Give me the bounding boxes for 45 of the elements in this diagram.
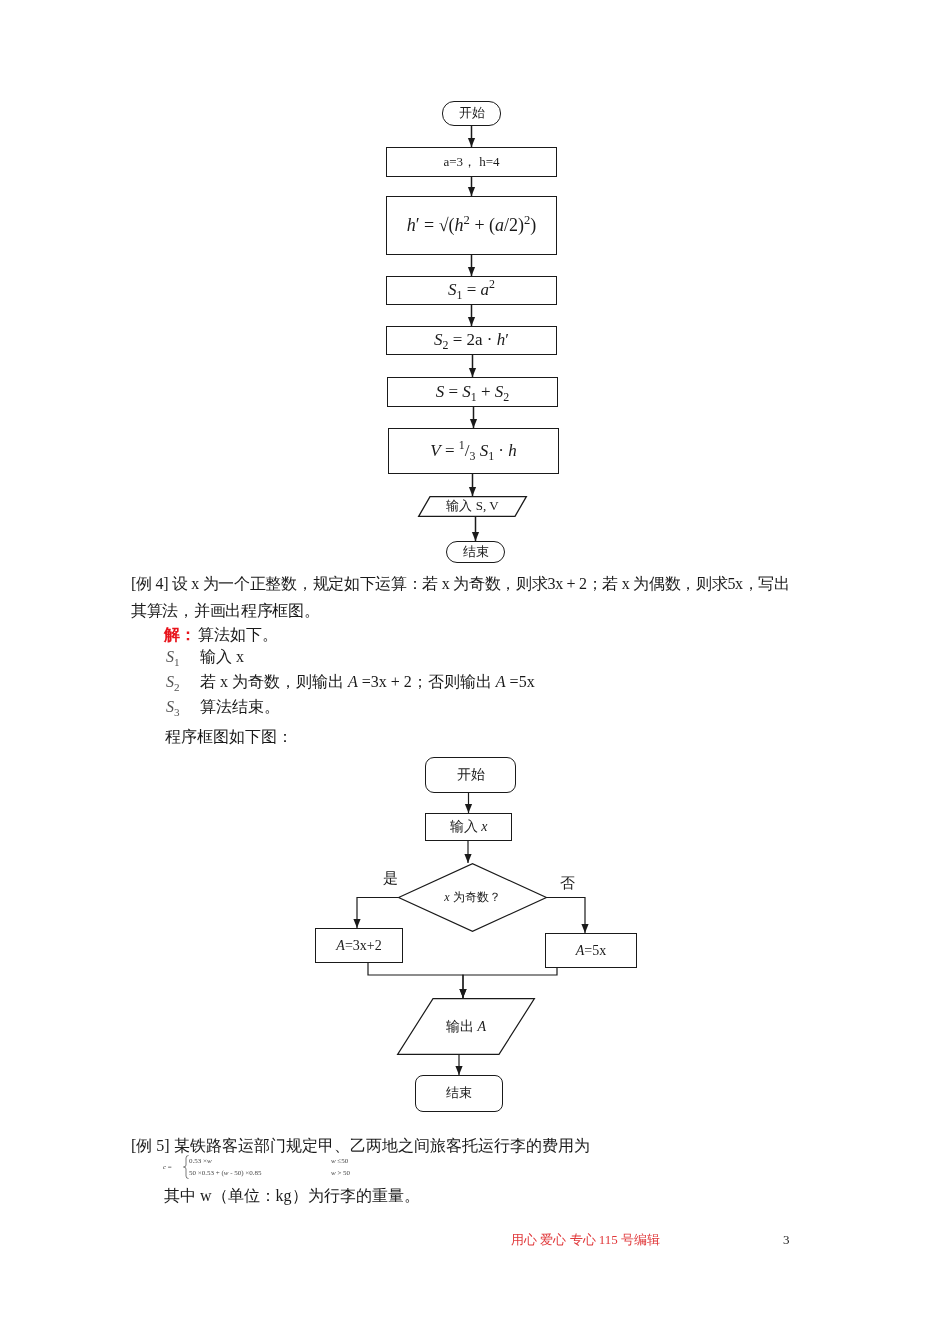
answer-label: 解： xyxy=(164,625,196,645)
arrow xyxy=(546,896,589,934)
io-parallelogram: 输出 A xyxy=(397,998,535,1055)
arrow xyxy=(464,840,472,864)
process-box: A=5x xyxy=(545,933,637,968)
arrow xyxy=(455,1054,463,1076)
edge-label: 是 xyxy=(382,868,399,888)
text-line: 其中 w（单位：kg）为行李的重量。 xyxy=(164,1186,420,1207)
terminal-box: 结束 xyxy=(415,1075,503,1112)
process-box: 输入 x xyxy=(425,813,512,841)
io-parallelogram: 输入 S, V xyxy=(418,496,527,517)
process-box: h′ = √(h$^{2}$ + (a/2)$^{2}$) xyxy=(386,196,557,255)
terminal-box: 开始 xyxy=(425,757,516,793)
arrow xyxy=(467,304,476,327)
decision-diamond: x 为奇数？ xyxy=(398,863,547,932)
process-box: S$_{2}$ = 2a · h′ xyxy=(386,326,557,355)
edge-label: 否 xyxy=(559,873,576,893)
step-label: S$_{1}$ xyxy=(166,647,180,669)
paragraph: [例 5] 某铁路客运部门规定甲、乙两地之间旅客托运行李的费用为 xyxy=(131,1136,590,1156)
page-number: 3 xyxy=(783,1231,790,1249)
process-box: a=3， h=4 xyxy=(386,147,557,177)
text-line: 算法如下。 xyxy=(198,625,278,645)
process-box: S = S$_{1}$ + S$_{2}$ xyxy=(387,377,558,407)
paragraph: [例 4] 设 x 为一个正整数，规定如下运算：若 x 为奇数，则求3x + 2；若 x 为偶数，则求5x，写出其算法，并画出程序框图。 xyxy=(131,573,791,621)
step-text: 输入 x xyxy=(200,647,244,667)
step-label: S$_{2}$ xyxy=(166,672,180,694)
arrow xyxy=(467,125,476,148)
arrow xyxy=(468,473,477,497)
text-line: 程序框图如下图： xyxy=(165,727,293,747)
step-text: 若 x 为奇数，则输出 A =3x + 2；否则输出 A =5x xyxy=(200,672,535,692)
step-text: 算法结束。 xyxy=(200,697,280,717)
terminal-box: 开始 xyxy=(442,101,501,126)
arrow xyxy=(459,967,558,999)
arrow xyxy=(468,354,477,378)
arrow xyxy=(464,792,473,814)
arrow xyxy=(353,896,399,929)
process-box: A=3x+2 xyxy=(315,928,403,963)
process-box: V = $^{1}$/$_{3}$ S$_{1}$ · h xyxy=(388,428,559,474)
arrow xyxy=(469,406,478,429)
arrow xyxy=(467,176,476,197)
arrow xyxy=(467,254,476,277)
process-box: S$_{1}$ = a$^{2}$ xyxy=(386,276,557,305)
arrow xyxy=(471,516,480,542)
footer-text: 用心 爱心 专心 115 号编辑 xyxy=(511,1231,661,1249)
step-label: S$_{3}$ xyxy=(166,697,180,719)
